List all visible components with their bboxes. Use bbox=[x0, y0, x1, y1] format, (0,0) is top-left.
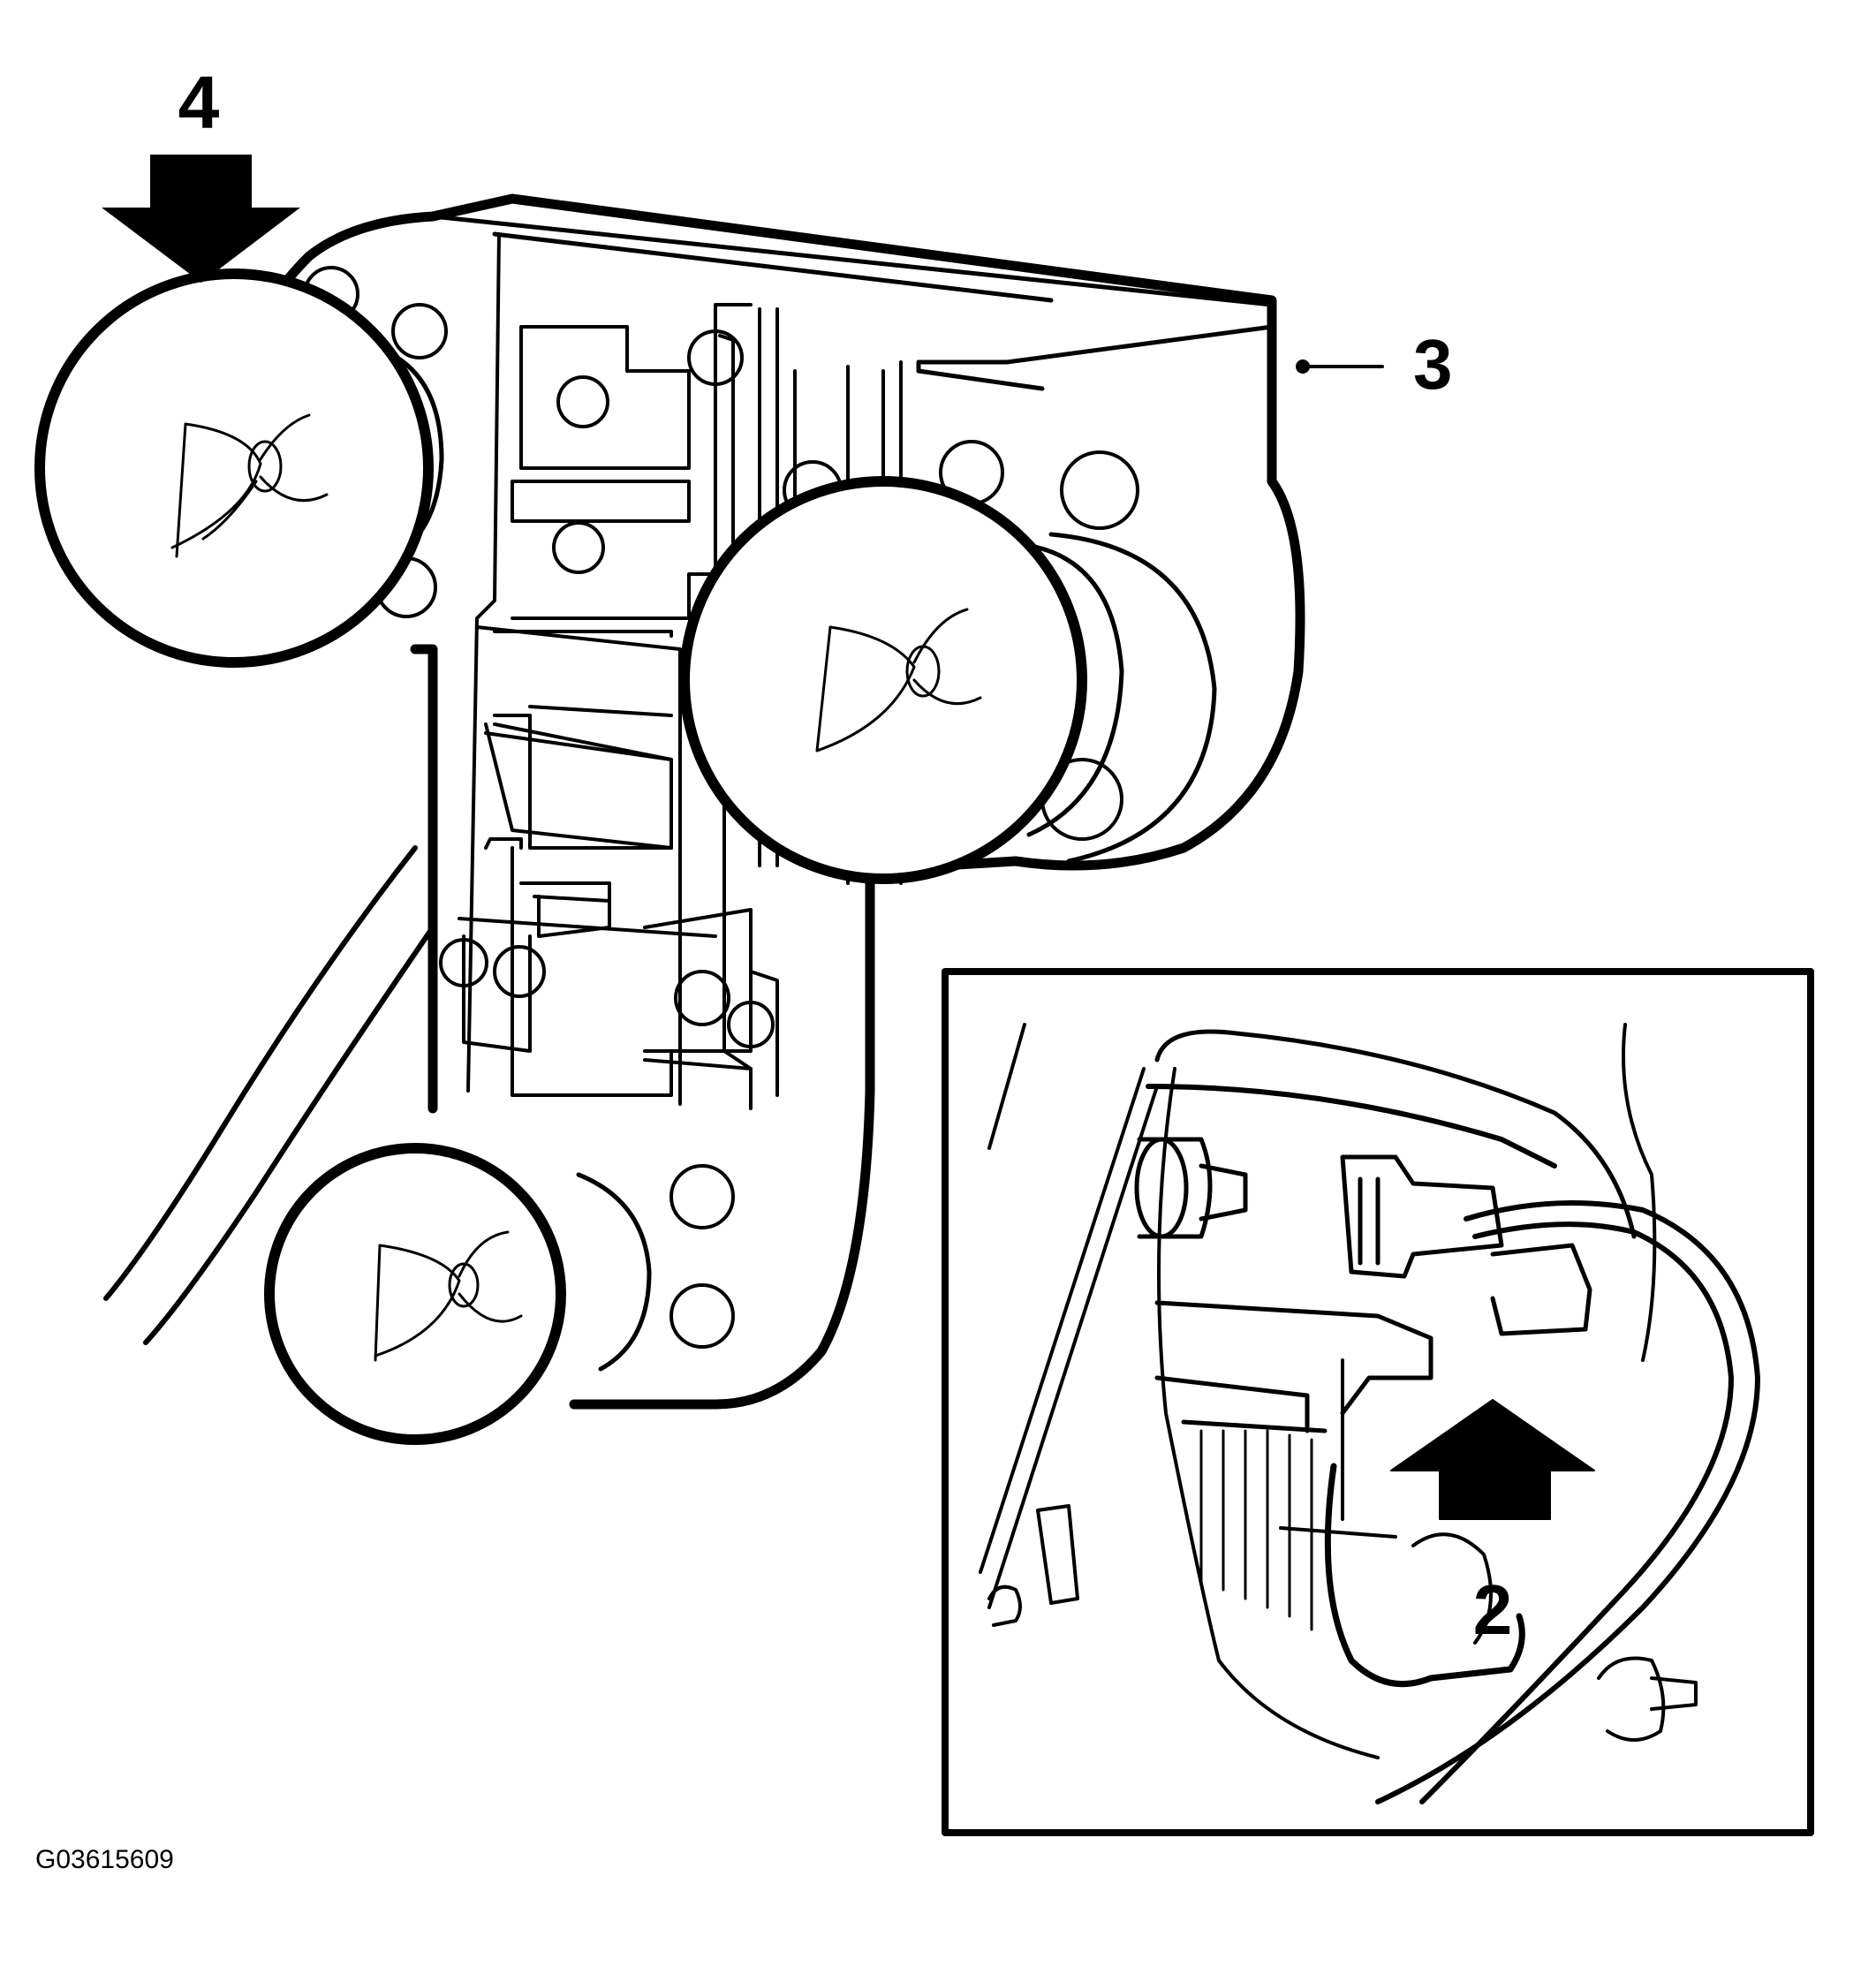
bulb-top-left bbox=[34, 268, 434, 668]
hole bbox=[669, 1164, 735, 1229]
socket-collar-middle bbox=[1004, 532, 1217, 864]
inset-screw bbox=[1597, 1656, 1698, 1742]
inset-plug bbox=[1490, 1243, 1592, 1336]
hole bbox=[669, 1283, 735, 1349]
inset-cable bbox=[1375, 1200, 1760, 1804]
hole bbox=[552, 521, 605, 574]
bulb-contact bbox=[247, 440, 283, 493]
hole bbox=[687, 329, 744, 386]
hole bbox=[727, 1001, 775, 1048]
bulb-glass bbox=[34, 268, 434, 668]
inset-lower-socket-body bbox=[1341, 1358, 1493, 1645]
down-arrow-icon bbox=[102, 155, 300, 283]
socket-collar-bottom bbox=[576, 1172, 652, 1372]
inset-view bbox=[942, 968, 1814, 1836]
inset-connector bbox=[1340, 1154, 1504, 1279]
hole bbox=[674, 970, 730, 1026]
bulb-filament bbox=[815, 608, 982, 753]
inset-housing-edge bbox=[979, 1023, 1657, 1759]
holder-connector-block bbox=[462, 837, 753, 1070]
bulb-contact bbox=[448, 1262, 480, 1308]
inset-frame bbox=[942, 968, 1814, 1836]
inset-clip bbox=[987, 1584, 1022, 1627]
inset-ribs bbox=[1199, 1429, 1313, 1631]
holder-inner-panel bbox=[466, 232, 753, 1093]
inset-lower-socket bbox=[1324, 1463, 1525, 1688]
hole bbox=[439, 938, 488, 987]
up-arrow-icon bbox=[1390, 1399, 1595, 1520]
inset-tab bbox=[1036, 1504, 1079, 1605]
inset-lamp-socket bbox=[1137, 1137, 1248, 1239]
bulb-glass bbox=[264, 1143, 566, 1445]
callout-label-4: 4 bbox=[178, 61, 220, 144]
inset-pin bbox=[1279, 1526, 1397, 1539]
bulb-bottom bbox=[264, 1143, 566, 1445]
holder-wedge-block bbox=[484, 722, 673, 850]
hole bbox=[493, 945, 546, 998]
bulb-middle bbox=[679, 476, 1087, 884]
figure-id: G03615609 bbox=[35, 1845, 174, 1874]
hole bbox=[391, 303, 448, 359]
bulb-filament bbox=[170, 413, 329, 558]
bulb-glass bbox=[679, 476, 1087, 884]
callout-arrow-4 bbox=[102, 155, 300, 283]
hole bbox=[1060, 450, 1139, 530]
inset-bracket bbox=[1154, 1300, 1433, 1433]
holder-top-rim bbox=[492, 231, 1054, 303]
bulb-holder-assembly bbox=[34, 193, 1384, 1445]
holder-outer-contour bbox=[260, 193, 1305, 1410]
bulb-contact bbox=[905, 645, 941, 698]
callout-label-2: 2 bbox=[1473, 1570, 1513, 1649]
inset-opening bbox=[1154, 1029, 1637, 1239]
inset-opening-inner bbox=[1146, 1084, 1557, 1169]
wiring-harness-left bbox=[103, 845, 435, 1345]
hole bbox=[556, 375, 609, 428]
callout-label-3: 3 bbox=[1413, 325, 1453, 404]
inset-socket-face bbox=[1134, 1137, 1189, 1239]
bulb-filament bbox=[374, 1230, 523, 1362]
